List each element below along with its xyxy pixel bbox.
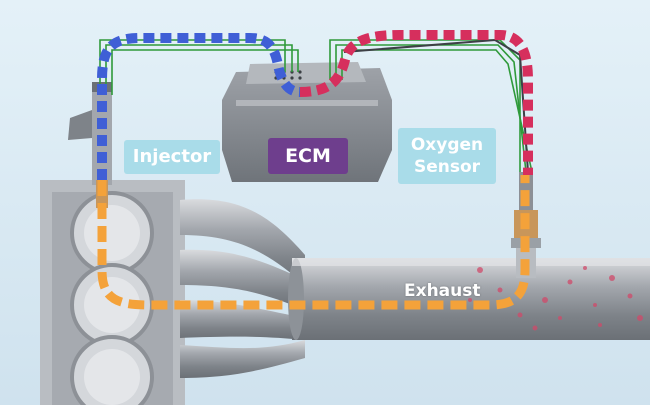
exhaust-label: Exhaust [404, 281, 481, 301]
oxygen-sensor-label-line2: Sensor [413, 157, 481, 177]
ecm-label: ECM [268, 138, 348, 174]
oxygen-sensor-label: Oxygen Sensor [398, 128, 496, 184]
wires-dark [343, 38, 529, 173]
injector-label: Injector [124, 140, 220, 174]
exhaust-manifold [180, 199, 305, 378]
exhaust-particles [468, 266, 643, 331]
signal-path-sensor [299, 30, 533, 175]
signal-path-injector [97, 33, 301, 180]
oxygen-sensor-label-line1: Oxygen [410, 135, 484, 155]
wires [99, 39, 533, 173]
fuel-path [97, 175, 530, 310]
